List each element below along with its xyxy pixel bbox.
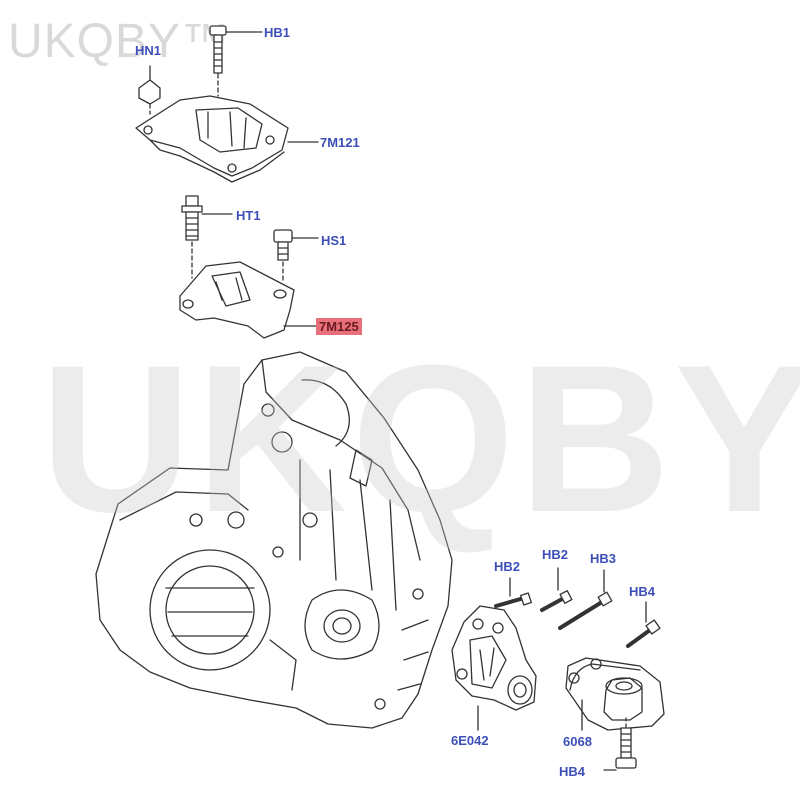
bolt-hs1 bbox=[273, 229, 319, 281]
label-hb3: HB3 bbox=[590, 551, 617, 566]
transmission-housing bbox=[95, 351, 453, 729]
label-7m125-highlighted: 7M125 bbox=[316, 318, 362, 335]
label-6e042: 6E042 bbox=[451, 733, 489, 748]
label-hs1: HS1 bbox=[321, 233, 347, 248]
bolt-hb2-left bbox=[494, 577, 532, 608]
label-hn1: HN1 bbox=[135, 43, 162, 58]
label-hb4-top: HB4 bbox=[629, 584, 656, 599]
label-hb2-right: HB2 bbox=[542, 547, 569, 562]
label-7m121: 7M121 bbox=[320, 135, 360, 150]
stud-ht1 bbox=[181, 195, 233, 279]
watermark-large: UKQBY™ bbox=[40, 321, 800, 556]
bolt-hb4-top bbox=[626, 601, 661, 648]
label-ht1: HT1 bbox=[236, 208, 261, 223]
nut-hn1 bbox=[138, 65, 161, 115]
bolt-hb3 bbox=[558, 569, 613, 630]
bolt-hb4-bottom bbox=[603, 717, 637, 771]
label-hb1: HB1 bbox=[264, 25, 291, 40]
label-6068: 6068 bbox=[563, 734, 592, 749]
mount-6068 bbox=[565, 657, 665, 731]
label-hb4-bottom: HB4 bbox=[559, 764, 586, 779]
bolt-hb1 bbox=[209, 25, 263, 97]
label-hb2-left: HB2 bbox=[494, 559, 521, 574]
bracket-7m125 bbox=[179, 261, 317, 339]
mount-bracket-7m121 bbox=[135, 95, 319, 183]
bracket-6e042 bbox=[451, 605, 537, 731]
watermark-small: UKQBY™ bbox=[8, 15, 231, 68]
bolt-hb2-right bbox=[540, 567, 573, 612]
